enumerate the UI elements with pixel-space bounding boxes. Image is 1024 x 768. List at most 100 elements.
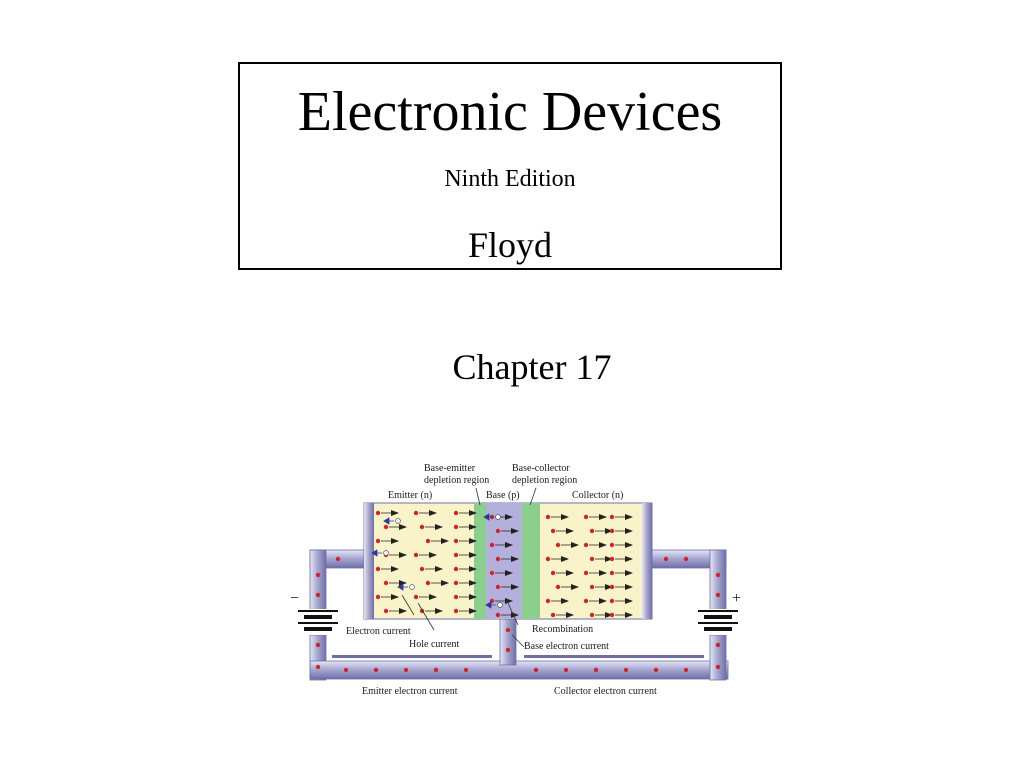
electron [609, 528, 615, 534]
wire-electron [463, 667, 469, 673]
label-emitter: Emitter (n) [388, 490, 432, 501]
electron [453, 524, 459, 530]
wire-electron [315, 592, 321, 598]
electron [453, 510, 459, 516]
electron [453, 580, 459, 586]
electron [375, 594, 381, 600]
wire-electron [593, 667, 599, 673]
hole-arrow [371, 549, 382, 557]
leader-lines [401, 487, 537, 648]
label-recombination: Recombination [532, 624, 593, 635]
electron [453, 608, 459, 614]
wire-electron [683, 667, 689, 673]
hole-arrow [483, 513, 494, 521]
wire-electron [505, 627, 511, 633]
transistor-diagram: Base-emitter depletion region Base-colle… [290, 463, 741, 697]
electron [495, 584, 501, 590]
electron [609, 570, 615, 576]
electron [375, 510, 381, 516]
title-box: Electronic Devices Ninth Edition Floyd [238, 62, 782, 270]
wire-electron [623, 667, 629, 673]
electron [609, 612, 615, 618]
wire-electron [343, 667, 349, 673]
hole [395, 518, 401, 524]
electron [589, 528, 595, 534]
wire-electron [403, 667, 409, 673]
electron [545, 556, 551, 562]
electron [453, 566, 459, 572]
electron [589, 584, 595, 590]
electron [583, 542, 589, 548]
electron [489, 542, 495, 548]
electron [545, 598, 551, 604]
electron [609, 598, 615, 604]
label-collector-electron-current: Collector electron current [554, 686, 657, 697]
label-collector: Collector (n) [572, 490, 623, 501]
electron [383, 580, 389, 586]
hole [409, 584, 415, 590]
hole [497, 602, 503, 608]
electron [495, 528, 501, 534]
electron [425, 538, 431, 544]
electron [413, 594, 419, 600]
be-depletion-region [474, 503, 486, 619]
wire-electron [315, 664, 321, 670]
wire-electron [505, 647, 511, 653]
label-base-electron-current: Base electron current [524, 641, 609, 652]
electron [375, 538, 381, 544]
wire-electron [683, 556, 689, 562]
electron [550, 612, 556, 618]
label-be-depletion-2: depletion region [424, 475, 489, 486]
label-hole-current: Hole current [409, 639, 459, 650]
wire-electron [663, 556, 669, 562]
hole-arrow [383, 517, 394, 525]
electron [453, 594, 459, 600]
electron [419, 524, 425, 530]
transistor-body [363, 502, 653, 620]
book-author: Floyd [467, 225, 553, 265]
label-emitter-electron-current: Emitter electron current [362, 686, 458, 697]
collector-battery [698, 609, 738, 635]
wire-electron [715, 592, 721, 598]
wire-electron [715, 642, 721, 648]
wire-electron [533, 667, 539, 673]
electron [609, 542, 615, 548]
chapter-heading: Chapter 17 [452, 347, 612, 387]
electron [589, 612, 595, 618]
wire-electron [715, 664, 721, 670]
book-title: Electronic Devices [297, 81, 723, 143]
electron [383, 608, 389, 614]
wire-electron [563, 667, 569, 673]
electron [413, 510, 419, 516]
electron [375, 566, 381, 572]
hole-arrow [397, 583, 408, 591]
electron [555, 542, 561, 548]
label-plus: + [732, 590, 741, 607]
circuit-wires [309, 549, 729, 681]
electron [545, 514, 551, 520]
electron [609, 584, 615, 590]
wire-electron [715, 572, 721, 578]
electron [495, 612, 501, 618]
wire-electron [315, 572, 321, 578]
wire-electron [335, 556, 341, 562]
electron [383, 524, 389, 530]
label-be-depletion-1: Base-emitter [424, 463, 476, 474]
hole [383, 550, 389, 556]
carrier-flow [315, 510, 721, 673]
electron [425, 580, 431, 586]
electron [495, 556, 501, 562]
label-electron-current: Electron current [346, 626, 411, 637]
wire-electron [653, 667, 659, 673]
electron [453, 552, 459, 558]
wire-electron [433, 667, 439, 673]
emitter-battery [298, 609, 338, 635]
electron [583, 598, 589, 604]
wire-electron [315, 642, 321, 648]
electron [550, 528, 556, 534]
electron [550, 570, 556, 576]
bc-depletion-region [522, 503, 540, 619]
electron [583, 514, 589, 520]
electron [609, 514, 615, 520]
electron [453, 538, 459, 544]
